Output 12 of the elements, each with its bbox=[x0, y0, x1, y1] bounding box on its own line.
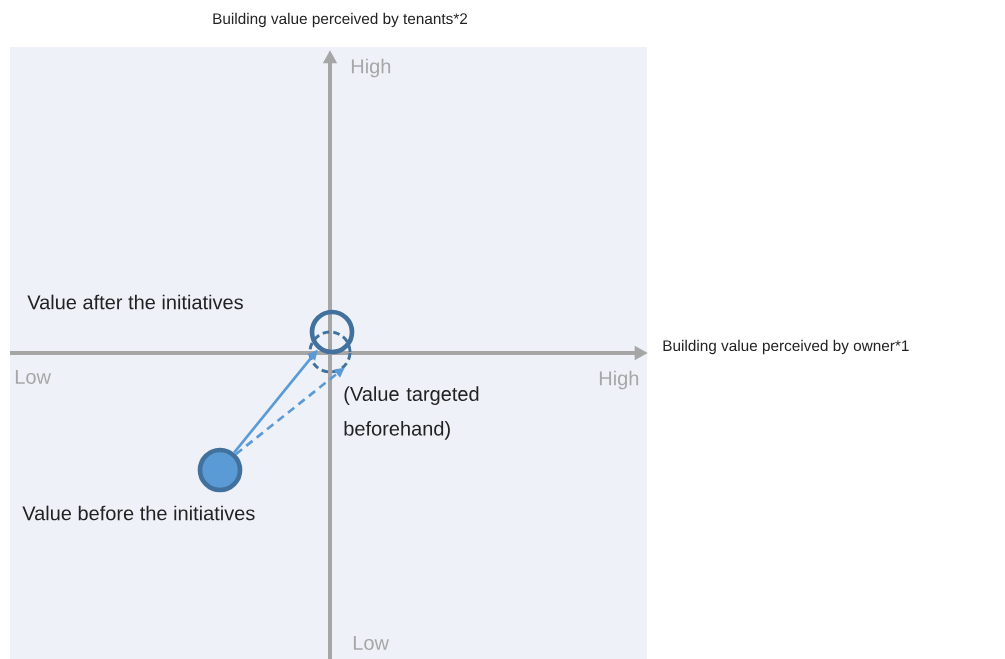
axis-title: Building value perceived by tenants*2 bbox=[213, 12, 468, 28]
marker-circle bbox=[309, 309, 355, 355]
marker-circle bbox=[308, 330, 352, 374]
axis-label: Low bbox=[353, 636, 389, 650]
axis-label: High bbox=[599, 370, 639, 390]
point-label: (Value targeted beforehand) bbox=[344, 386, 479, 440]
axis-title: Building value perceived by owner*1 bbox=[663, 339, 909, 355]
point-label: Value before the initiatives bbox=[22, 505, 255, 521]
axis-label: High bbox=[351, 58, 391, 78]
point-label: Value after the initiatives bbox=[27, 294, 243, 310]
marker-circle bbox=[197, 447, 243, 493]
axis-label: Low bbox=[15, 370, 51, 384]
